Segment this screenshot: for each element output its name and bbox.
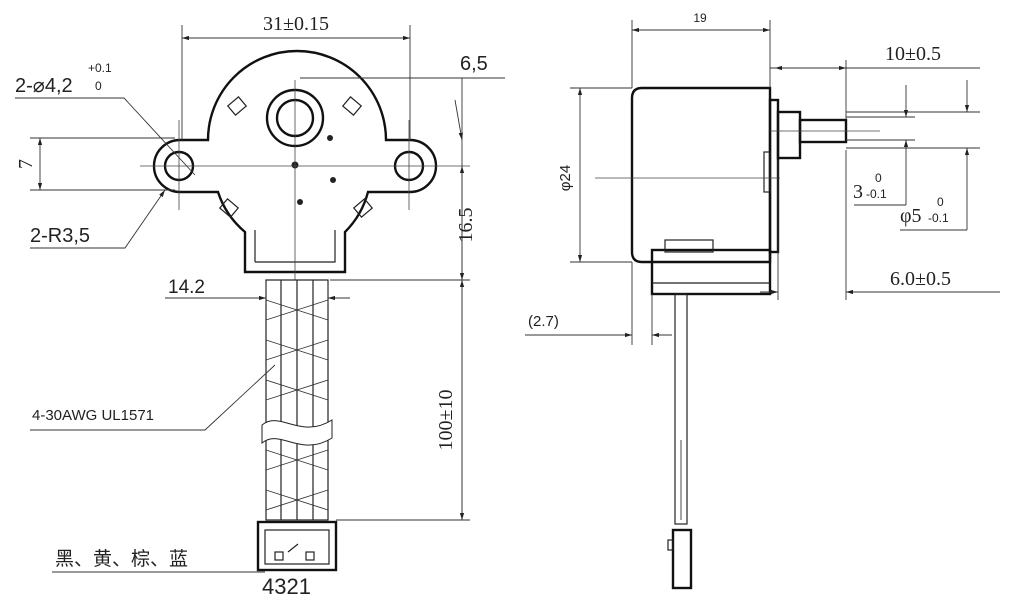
dim-hole-tol-lower: 0 <box>95 79 102 93</box>
dim-flat-tol-upper: 0 <box>875 171 882 185</box>
wire-bundle <box>261 279 333 521</box>
dim-depth: 19 <box>693 11 707 25</box>
dim-flat: 3 <box>853 181 863 203</box>
dim-shaft-dia: φ5 <box>900 205 922 227</box>
side-view: 19 10±0.5 φ24 3 0 -0.1 φ5 0 -0.1 6.0±0.5 <box>525 11 1000 590</box>
dim-shaft-dia-tol-upper: 0 <box>937 195 944 209</box>
dim-hole-offset: 7 <box>15 159 37 169</box>
side-connector <box>671 528 693 590</box>
front-view: 31±0.15 6,5 16.5 2-⌀4,2 +0.1 0 7 2-R3,5 … <box>15 13 505 599</box>
dim-height: 16.5 <box>455 208 477 243</box>
dim-boss: 6.0±0.5 <box>890 268 951 290</box>
terminal-block <box>650 248 772 296</box>
dim-radius: 2-R3,5 <box>30 225 90 247</box>
dim-lead-offset: 14.2 <box>168 277 205 298</box>
motor-case <box>630 86 772 264</box>
shaft-boss-side <box>776 110 802 160</box>
wire-spec: 4-30AWG UL1571 <box>32 407 154 424</box>
connector <box>256 520 338 572</box>
dim-lead-length: 100±10 <box>435 390 457 451</box>
dim-hole: 2-⌀4,2 <box>15 75 73 97</box>
dim-shaft-length: 10±0.5 <box>885 43 941 65</box>
dim-flat-tol-lower: -0.1 <box>866 187 887 201</box>
dim-shaft-dia-tol-lower: -0.1 <box>928 211 949 225</box>
pin-order: 4321 <box>262 574 311 599</box>
dim-diameter: φ24 <box>557 165 574 191</box>
dim-hole-tol-upper: +0.1 <box>88 61 112 75</box>
dim-width: 31±0.15 <box>263 13 329 35</box>
wire-colors: 黑、黄、棕、蓝 <box>55 548 188 570</box>
dim-top: 6,5 <box>460 53 488 75</box>
dim-offset: (2.7) <box>528 313 559 330</box>
